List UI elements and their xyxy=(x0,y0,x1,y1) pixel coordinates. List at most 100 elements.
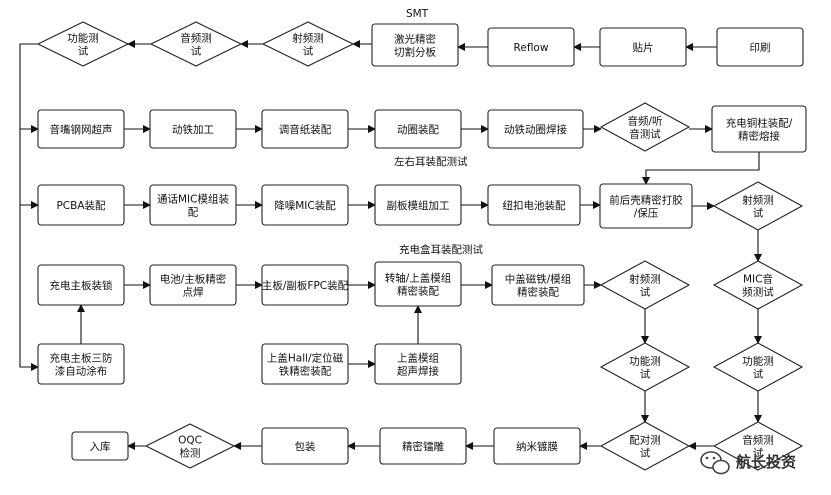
process-box xyxy=(149,109,237,149)
node-label: /保压 xyxy=(634,207,659,220)
decision-diamond xyxy=(149,21,243,67)
decision-diamond xyxy=(712,260,804,310)
process-box xyxy=(371,23,459,67)
node-label: 超声焊接 xyxy=(397,365,439,378)
node-engrave: 精密镭雕 xyxy=(379,427,467,465)
node-label: 充电主板装锁 xyxy=(50,279,113,292)
node-label: 转轴/上盖模组 xyxy=(385,272,452,285)
process-box xyxy=(487,109,584,149)
node-label: 射频测 xyxy=(292,32,324,45)
node-label: 精密熔接 xyxy=(738,130,780,143)
process-box xyxy=(711,105,807,153)
node-label: 副板模组加工 xyxy=(387,199,450,212)
process-box xyxy=(37,184,125,226)
node-label: 功能测 xyxy=(629,355,661,368)
node-label: 音测试 xyxy=(629,128,661,141)
node-label: 精密镭雕 xyxy=(402,440,444,453)
decision-diamond xyxy=(712,342,804,392)
node-label: 纽扣电池装配 xyxy=(503,199,566,212)
process-box xyxy=(261,264,349,306)
section-label-smt: SMT xyxy=(406,8,429,20)
process-box xyxy=(261,109,349,149)
node-nano: 纳米镀膜 xyxy=(493,427,581,465)
process-box xyxy=(374,109,462,149)
decision-diamond xyxy=(599,342,691,392)
node-label: 配 xyxy=(188,207,199,219)
node-subboard: 副板模组加工 xyxy=(374,184,462,226)
decision-diamond xyxy=(599,260,691,310)
watermark-text: 航长投资 xyxy=(736,453,796,471)
node-pack: 包装 xyxy=(261,427,349,465)
process-box xyxy=(716,27,804,67)
node-label: 音嘴钢网超声 xyxy=(50,123,113,136)
process-box xyxy=(71,431,129,461)
node-label: 印刷 xyxy=(750,41,771,54)
decision-diamond xyxy=(599,102,691,152)
decision-diamond xyxy=(599,421,691,471)
node-label: 入库 xyxy=(90,440,111,453)
node-label: 充电铜柱装配/ xyxy=(726,117,793,130)
node-stock: 入库 xyxy=(71,431,129,461)
node-label: 切割分板 xyxy=(394,46,436,59)
process-box xyxy=(149,184,237,226)
node-label: 音频/听 xyxy=(627,115,662,128)
node-label: 功能测 xyxy=(67,32,99,45)
section-label-case: 充电盒耳装配测试 xyxy=(399,243,483,256)
node-label: 调音纸装配 xyxy=(279,123,332,136)
process-box xyxy=(261,184,349,226)
node-label: 试 xyxy=(303,46,314,58)
node-label: 包装 xyxy=(295,440,316,453)
node-label: 动铁加工 xyxy=(172,123,214,136)
node-label: 通话MIC模组装 xyxy=(157,193,229,206)
node-label: 主板/副板FPC装配 xyxy=(262,279,349,292)
node-label: 铁精密装配 xyxy=(279,365,332,378)
decision-diamond xyxy=(261,21,355,67)
process-box xyxy=(493,427,581,465)
process-box xyxy=(487,184,581,226)
node-pin: 充电铜柱装配/精密熔接 xyxy=(711,105,807,153)
node-label: 射频测 xyxy=(629,273,661,286)
process-box xyxy=(261,427,349,465)
node-print: 印刷 xyxy=(716,27,804,67)
process-box xyxy=(379,427,467,465)
node-label: 检测 xyxy=(180,447,201,460)
node-label: 射频测 xyxy=(742,194,774,207)
node-label: 音频测 xyxy=(742,434,774,447)
node-label: 试 xyxy=(640,287,651,299)
node-label: 精密装配 xyxy=(397,285,439,298)
process-box xyxy=(599,27,687,67)
node-button: 纽扣电池装配 xyxy=(487,184,581,226)
node-label: 上盖模组 xyxy=(397,352,439,365)
node-nrmic: 降噪MIC装配 xyxy=(261,184,349,226)
process-box xyxy=(149,264,237,306)
node-label: 贴片 xyxy=(633,41,654,54)
process-box xyxy=(37,343,125,385)
decision-diamond xyxy=(144,423,236,469)
node-label: 试 xyxy=(78,46,89,58)
node-label: 充电主板三防 xyxy=(50,352,113,365)
node-label: 动圈装配 xyxy=(397,123,439,136)
node-paper: 调音纸装配 xyxy=(261,109,349,149)
node-label: 音频测 xyxy=(180,32,212,45)
node-label: 中盖磁铁/模组 xyxy=(505,273,572,286)
process-box xyxy=(374,184,462,226)
node-coil: 动圈装配 xyxy=(374,109,462,149)
node-label: 试 xyxy=(753,369,764,381)
node-label: 降噪MIC装配 xyxy=(274,199,336,212)
wechat-icon xyxy=(700,451,730,475)
decision-diamond xyxy=(712,421,804,471)
